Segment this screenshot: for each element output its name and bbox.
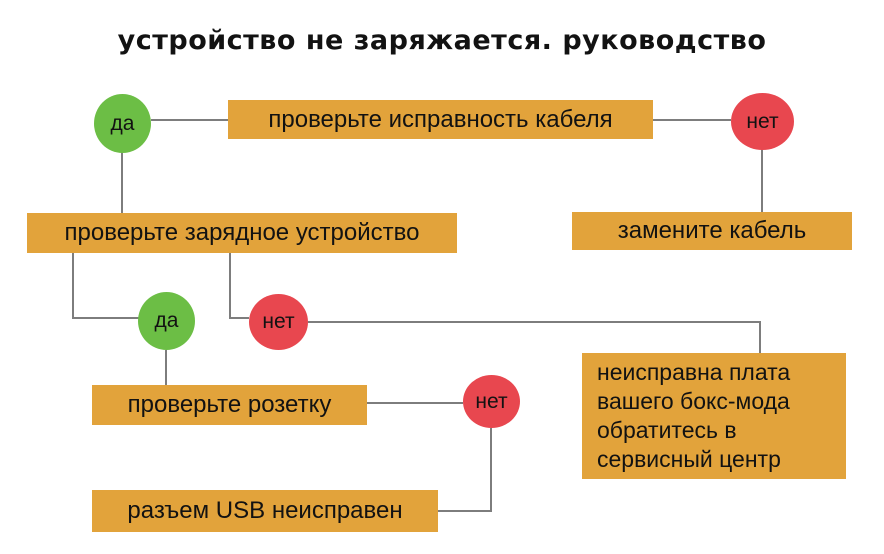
page-title: устройство не заряжается. руководство [117, 25, 767, 56]
node-replace-cable: замените кабель [572, 212, 852, 250]
connector-charger-yes2 [72, 253, 139, 319]
node-check-cable: проверьте исправность кабеля [228, 100, 653, 139]
connector-no3-usb [438, 428, 492, 512]
node-check-outlet: проверьте розетку [92, 385, 367, 425]
board-fault-line-4: сервисный центр [597, 446, 781, 472]
decision-circle-no-3: нет [463, 375, 520, 428]
connector-charger-no2 [229, 253, 249, 319]
decision-circle-no-1: нет [731, 93, 794, 150]
node-board-fault: неисправна плата вашего бокс-мода обрати… [582, 353, 846, 479]
node-check-charger: проверьте зарядное устройство [27, 213, 457, 253]
board-fault-line-3: обратитесь в [597, 417, 737, 443]
decision-circle-yes-1: да [94, 94, 151, 153]
board-fault-line-1: неисправна плата [597, 359, 791, 385]
node-usb-fault: разъем USB неисправен [92, 490, 438, 532]
connector-no2-board [308, 321, 761, 353]
board-fault-line-2: вашего бокс-мода [597, 388, 790, 414]
decision-circle-yes-2: да [138, 292, 195, 350]
decision-circle-no-2: нет [249, 294, 308, 350]
